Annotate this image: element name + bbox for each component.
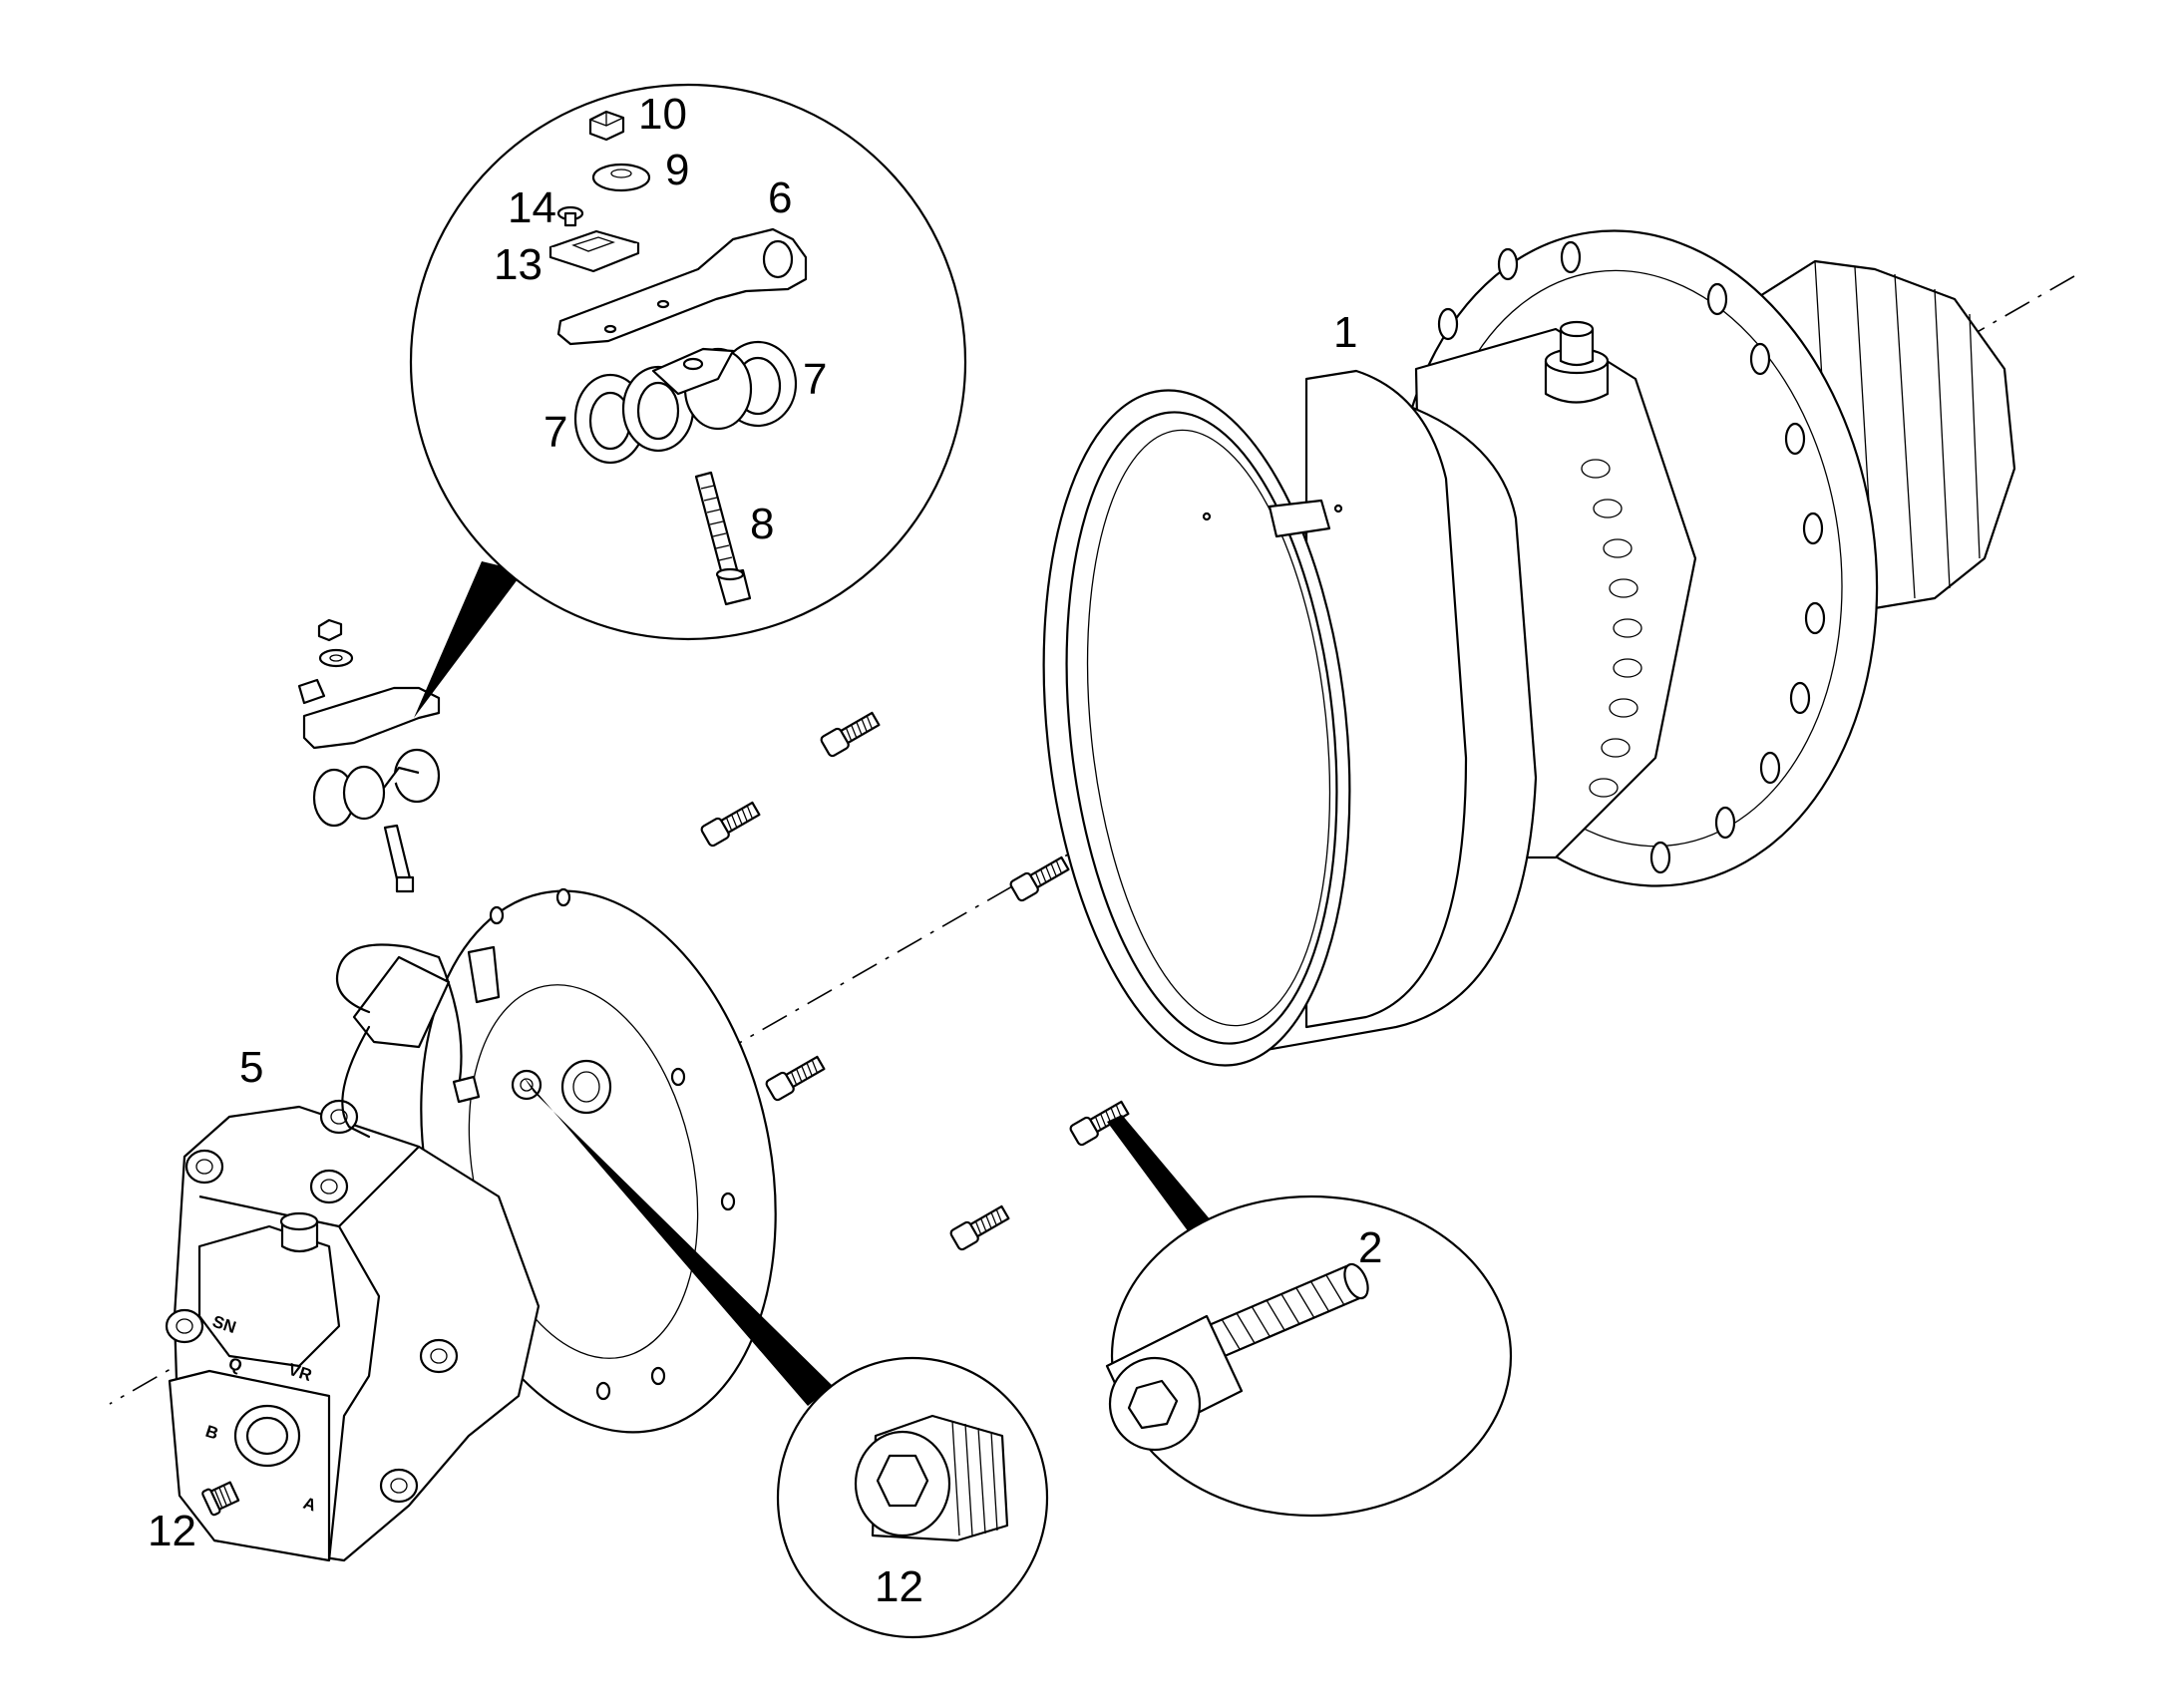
cap-screws-group [700,711,1130,1251]
cap-screw [765,1055,826,1102]
bracket-assembly-small [297,618,441,893]
callout-12-detail: 12 [875,1562,923,1611]
callout-2: 2 [1358,1223,1382,1272]
callout-5: 5 [239,1043,263,1092]
cap-screw-detail [1105,1262,1369,1452]
small-screw [556,205,584,227]
callout-7-right: 7 [803,355,827,404]
callout-10: 10 [638,90,687,139]
hydraulic-motor: SN VR Q B A [165,887,777,1562]
callout-9: 9 [665,146,689,194]
detail-pointer [414,561,524,718]
clamp-pair [573,340,798,465]
hex-nut [588,110,625,142]
callout-6: 6 [768,173,792,222]
marking-a: A [301,1494,319,1516]
plug-detail [854,1414,1009,1542]
callout-7-left: 7 [544,408,567,457]
detail-callout-bracket: 10 9 14 6 13 7 7 8 [409,83,967,718]
gearbox-housing [1042,229,2016,1067]
callout-8: 8 [750,500,774,548]
clip [548,229,640,273]
bracket [556,227,808,346]
cap-screw [1009,855,1070,902]
callout-12-plug: 12 [148,1507,196,1555]
detail-callout-plug: 12 [524,1077,1049,1639]
cap-screw [820,711,881,758]
callout-13: 13 [494,240,543,289]
callout-14: 14 [508,183,556,232]
detail-pointer-plug [524,1077,833,1406]
plug-small [201,1481,240,1517]
detail-callout-screw: 2 [1105,1115,1513,1518]
cap-screw [1069,1100,1130,1147]
marking-q: Q [226,1354,244,1376]
marking-b: B [203,1422,221,1444]
callout-1: 1 [1333,308,1357,357]
detail-circle-screw [1110,1195,1513,1518]
cap-screw [700,801,761,848]
washer [591,163,651,192]
screw-long [694,471,752,606]
cap-screw [949,1204,1010,1251]
detail-pointer-screw [1107,1115,1212,1236]
